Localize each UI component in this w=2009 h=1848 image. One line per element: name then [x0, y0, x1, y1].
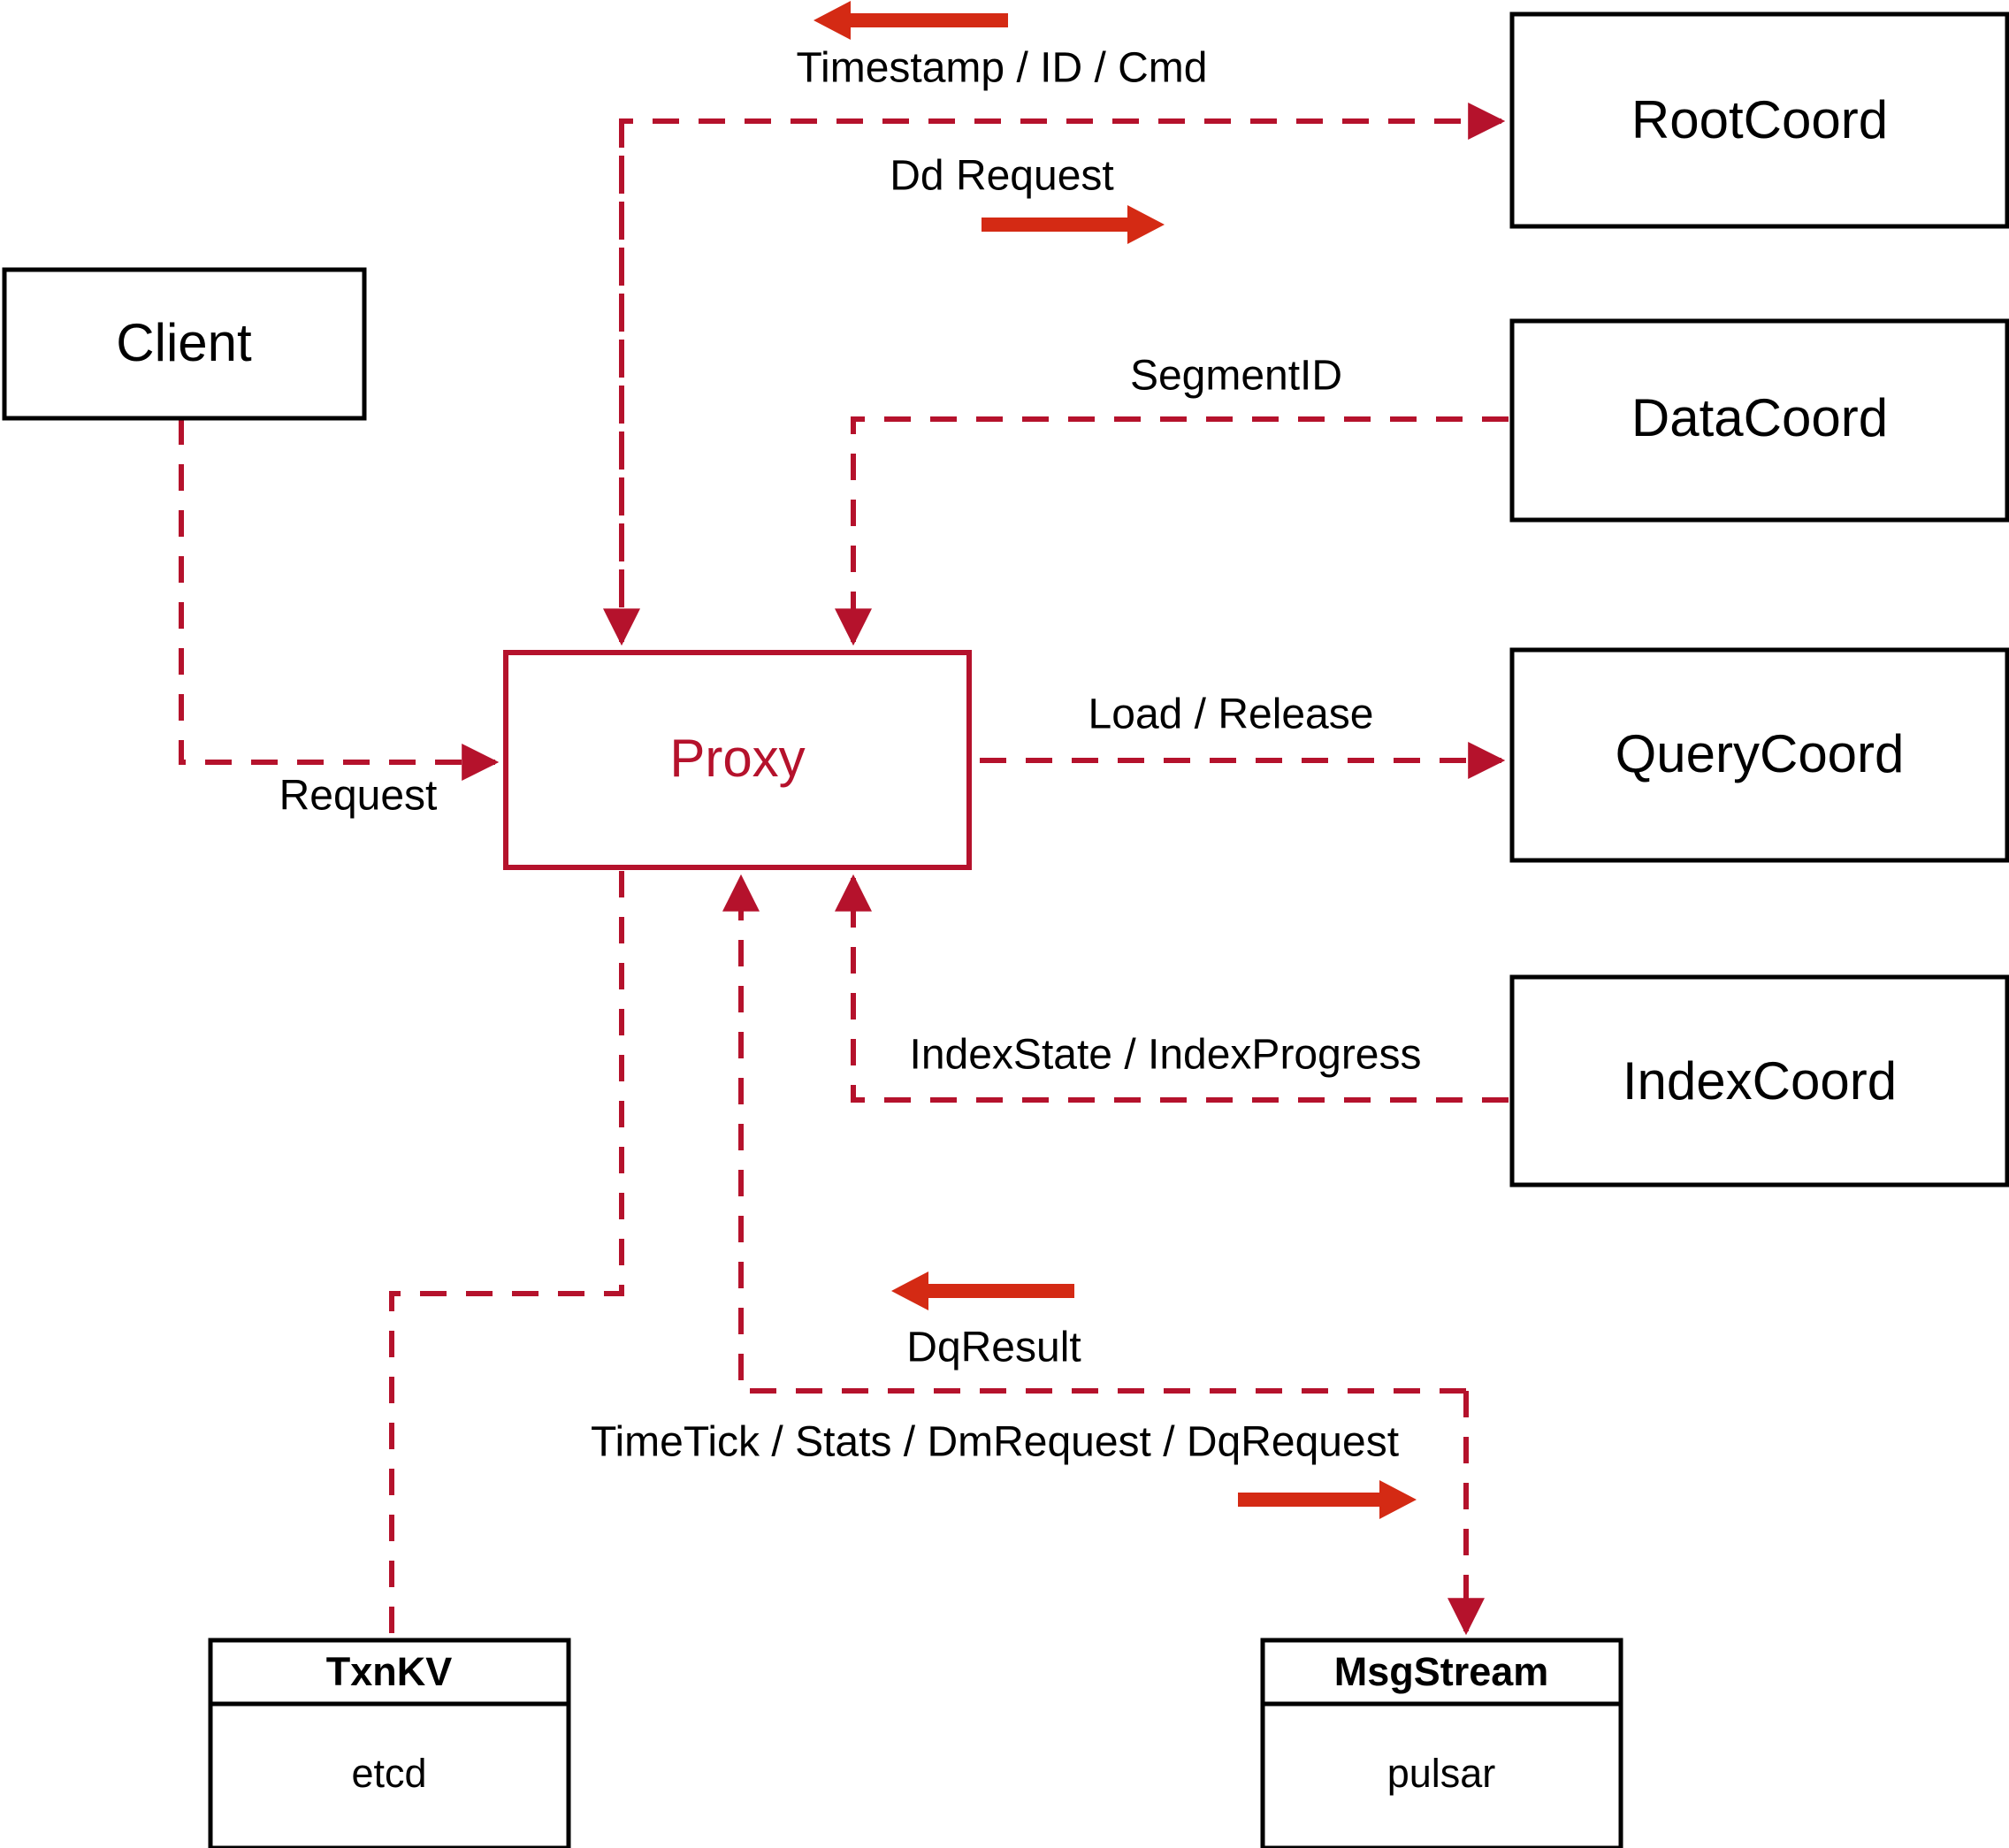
node-rootcoord-label: RootCoord — [1631, 90, 1888, 149]
node-msgstream-header-label: MsgStream — [1334, 1649, 1549, 1694]
edge-label-load-release: Load / Release — [1089, 691, 1374, 738]
node-querycoord-label: QueryCoord — [1616, 724, 1905, 783]
node-querycoord[interactable]: QueryCoord — [1509, 647, 2009, 863]
edge-label-timestamp-id-cmd: Timestamp / ID / Cmd — [797, 45, 1208, 92]
edge-label-segmentid: SegmentID — [1130, 353, 1342, 400]
node-txnkv-sub-label: etcd — [351, 1751, 426, 1796]
direction-arrows-layer — [814, 1, 1417, 1519]
node-msgstream[interactable]: MsgStream pulsar — [1260, 1638, 1623, 1848]
edge-label-dqresult: DqResult — [906, 1325, 1081, 1371]
node-msgstream-sub-label: pulsar — [1387, 1751, 1496, 1796]
edge-label-timetick-stats-dmrequest-dqrequest: TimeTick / Stats / DmRequest / DqRequest — [591, 1419, 1399, 1466]
timestamp-arrow-left-icon — [814, 1, 1008, 40]
edge-label-request: Request — [279, 773, 438, 820]
node-indexcoord[interactable]: IndexCoord — [1509, 974, 2009, 1187]
edge-msgstream-to-proxy — [722, 874, 1466, 1394]
node-proxy-label: Proxy — [669, 729, 805, 788]
node-client[interactable]: Client — [2, 267, 367, 421]
node-datacoord-label: DataCoord — [1631, 388, 1888, 447]
node-proxy[interactable]: Proxy — [503, 650, 972, 870]
node-indexcoord-label: IndexCoord — [1623, 1051, 1897, 1111]
edge-proxy-to-txnkv — [389, 871, 624, 1640]
node-datacoord[interactable]: DataCoord — [1509, 318, 2009, 523]
edge-label-indexstate-indexprogress: IndexState / IndexProgress — [910, 1032, 1422, 1079]
timetick-arrow-right-icon — [1238, 1480, 1417, 1519]
edge-client-to-proxy — [179, 418, 500, 781]
node-txnkv[interactable]: TxnKV etcd — [208, 1638, 571, 1848]
node-rootcoord[interactable]: RootCoord — [1509, 11, 2009, 229]
dqresult-arrow-left-icon — [891, 1271, 1074, 1310]
dd-request-arrow-right-icon — [982, 205, 1165, 244]
edge-labels-layer: Request Timestamp / ID / Cmd Dd Request … — [279, 45, 1422, 1466]
nodes-layer: Client Proxy RootCoord DataCoord QueryCo… — [2, 11, 2009, 1848]
edge-datacoord-to-proxy — [835, 416, 1509, 646]
node-client-label: Client — [116, 313, 252, 372]
edges-layer — [179, 103, 1509, 1640]
edge-label-dd-request: Dd Request — [890, 153, 1113, 200]
node-txnkv-header-label: TxnKV — [326, 1649, 453, 1694]
edge-indexcoord-to-proxy — [835, 874, 1509, 1103]
